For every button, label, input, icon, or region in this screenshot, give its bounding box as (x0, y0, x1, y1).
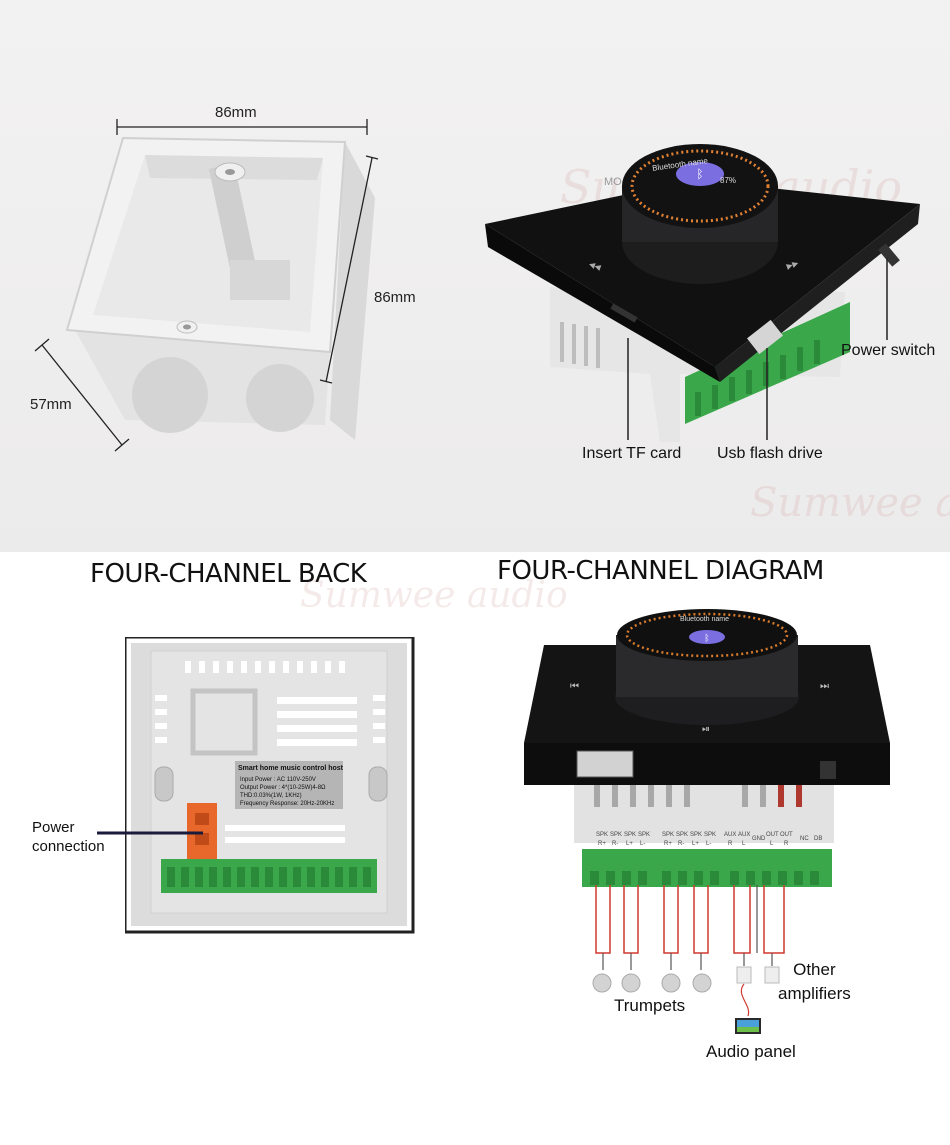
svg-text:ᛒ: ᛒ (704, 633, 709, 644)
terminal-label: SPK (704, 832, 717, 838)
screen-volume: 87% (720, 176, 737, 185)
next-track-mark: ⏭ (820, 681, 829, 692)
terminal-sub-label: L- (706, 841, 712, 847)
terminal-label: NC (800, 836, 809, 842)
watermark: Sumwee audio (750, 480, 950, 526)
diagram-heading: FOUR-CHANNEL DIAGRAM (497, 556, 824, 586)
diagram-screen-title: Bluetooth name (680, 616, 730, 623)
amplifier-icon (736, 966, 752, 984)
device-angled-illustration: ᛒ ◂◂ ▸▸ (485, 144, 920, 442)
trumpets-label: Trumpets (614, 996, 686, 1015)
top-callout-lines (627, 258, 888, 440)
mode-label: MO (604, 176, 622, 188)
terminal-sub-label: R (728, 841, 733, 847)
speaker-icon (621, 973, 641, 993)
terminal-labels: SPK SPK SPK SPK SPK SPK SPK SPK AUX AUX … (596, 832, 836, 854)
terminal-label: SPK (676, 832, 689, 838)
watermark: Sumwee audio (300, 575, 568, 616)
terminal-label: SPK (596, 832, 609, 838)
terminal-label: OUT (780, 832, 793, 838)
depth-dimension-label: 57mm (30, 396, 72, 413)
usb-label: Usb flash drive (717, 445, 823, 462)
power-switch-label: Power switch (841, 342, 936, 359)
terminal-sub-label: R- (678, 841, 685, 847)
junction-box-illustration (65, 136, 375, 440)
back-label-line: Input Power : AC 110V-250V (240, 777, 316, 783)
svg-text:◂◂: ◂◂ (587, 257, 603, 274)
svg-text:ᛒ: ᛒ (696, 167, 703, 181)
terminal-sub-label: L+ (626, 841, 633, 847)
terminal-sub-label: R+ (598, 841, 606, 847)
amplifier-icon (764, 966, 780, 984)
prev-track-mark: ⏮ (570, 681, 579, 692)
play-pause-mark: ⏯ (702, 724, 710, 735)
terminal-label: SPK (662, 832, 675, 838)
terminal-sub-label: L (742, 841, 746, 847)
terminal-label: SPK (690, 832, 703, 838)
speaker-icon (592, 973, 612, 993)
terminal-label: OUT (766, 832, 779, 838)
back-label-title: Smart home music control host (238, 765, 344, 772)
terminal-label: DB (814, 836, 823, 842)
terminal-sub-label: L (770, 841, 774, 847)
terminal-label: SPK (638, 832, 651, 838)
back-label-line: THD:0.03%(1W, 1KHz) (240, 793, 302, 799)
terminal-sub-label: R- (612, 841, 619, 847)
terminal-label: AUX (738, 832, 751, 838)
power-connection-label: Power connection (32, 818, 105, 856)
speaker-icon (692, 973, 712, 993)
diagram-device-illustration: ᛒ (524, 609, 890, 887)
dimension-lines (34, 119, 379, 452)
back-heading: FOUR-CHANNEL BACK (90, 559, 367, 589)
terminal-label: SPK (624, 832, 637, 838)
tf-card-label: Insert TF card (582, 445, 682, 462)
width-dimension-label: 86mm (215, 104, 257, 121)
power-connection-line1: Power (32, 819, 75, 836)
power-connection-line2: connection (32, 838, 105, 855)
other-amplifiers-line1: Other (793, 960, 836, 979)
back-label-line: Frequency Response: 20Hz-20KHz (240, 801, 335, 807)
other-amplifiers-label: Other amplifiers (778, 958, 851, 1006)
back-label-line: Output Power : 4*(10-25W)4-8Ω (240, 785, 326, 791)
terminal-label: SPK (610, 832, 623, 838)
power-connection-pointer (97, 831, 203, 835)
terminal-sub-label: R+ (664, 841, 672, 847)
terminal-sub-label: L- (640, 841, 646, 847)
other-amplifiers-line2: amplifiers (778, 984, 851, 1003)
speaker-icon (661, 973, 681, 993)
audio-panel-icon (735, 1018, 761, 1034)
terminal-sub-label: R (784, 841, 789, 847)
height-dimension-label: 86mm (374, 289, 416, 306)
terminal-label: AUX (724, 832, 737, 838)
svg-text:▸▸: ▸▸ (784, 256, 800, 273)
back-view-illustration (125, 637, 415, 934)
terminal-sub-label: L+ (692, 841, 699, 847)
audio-panel-label: Audio panel (706, 1042, 796, 1061)
terminal-label: GND (752, 836, 766, 842)
